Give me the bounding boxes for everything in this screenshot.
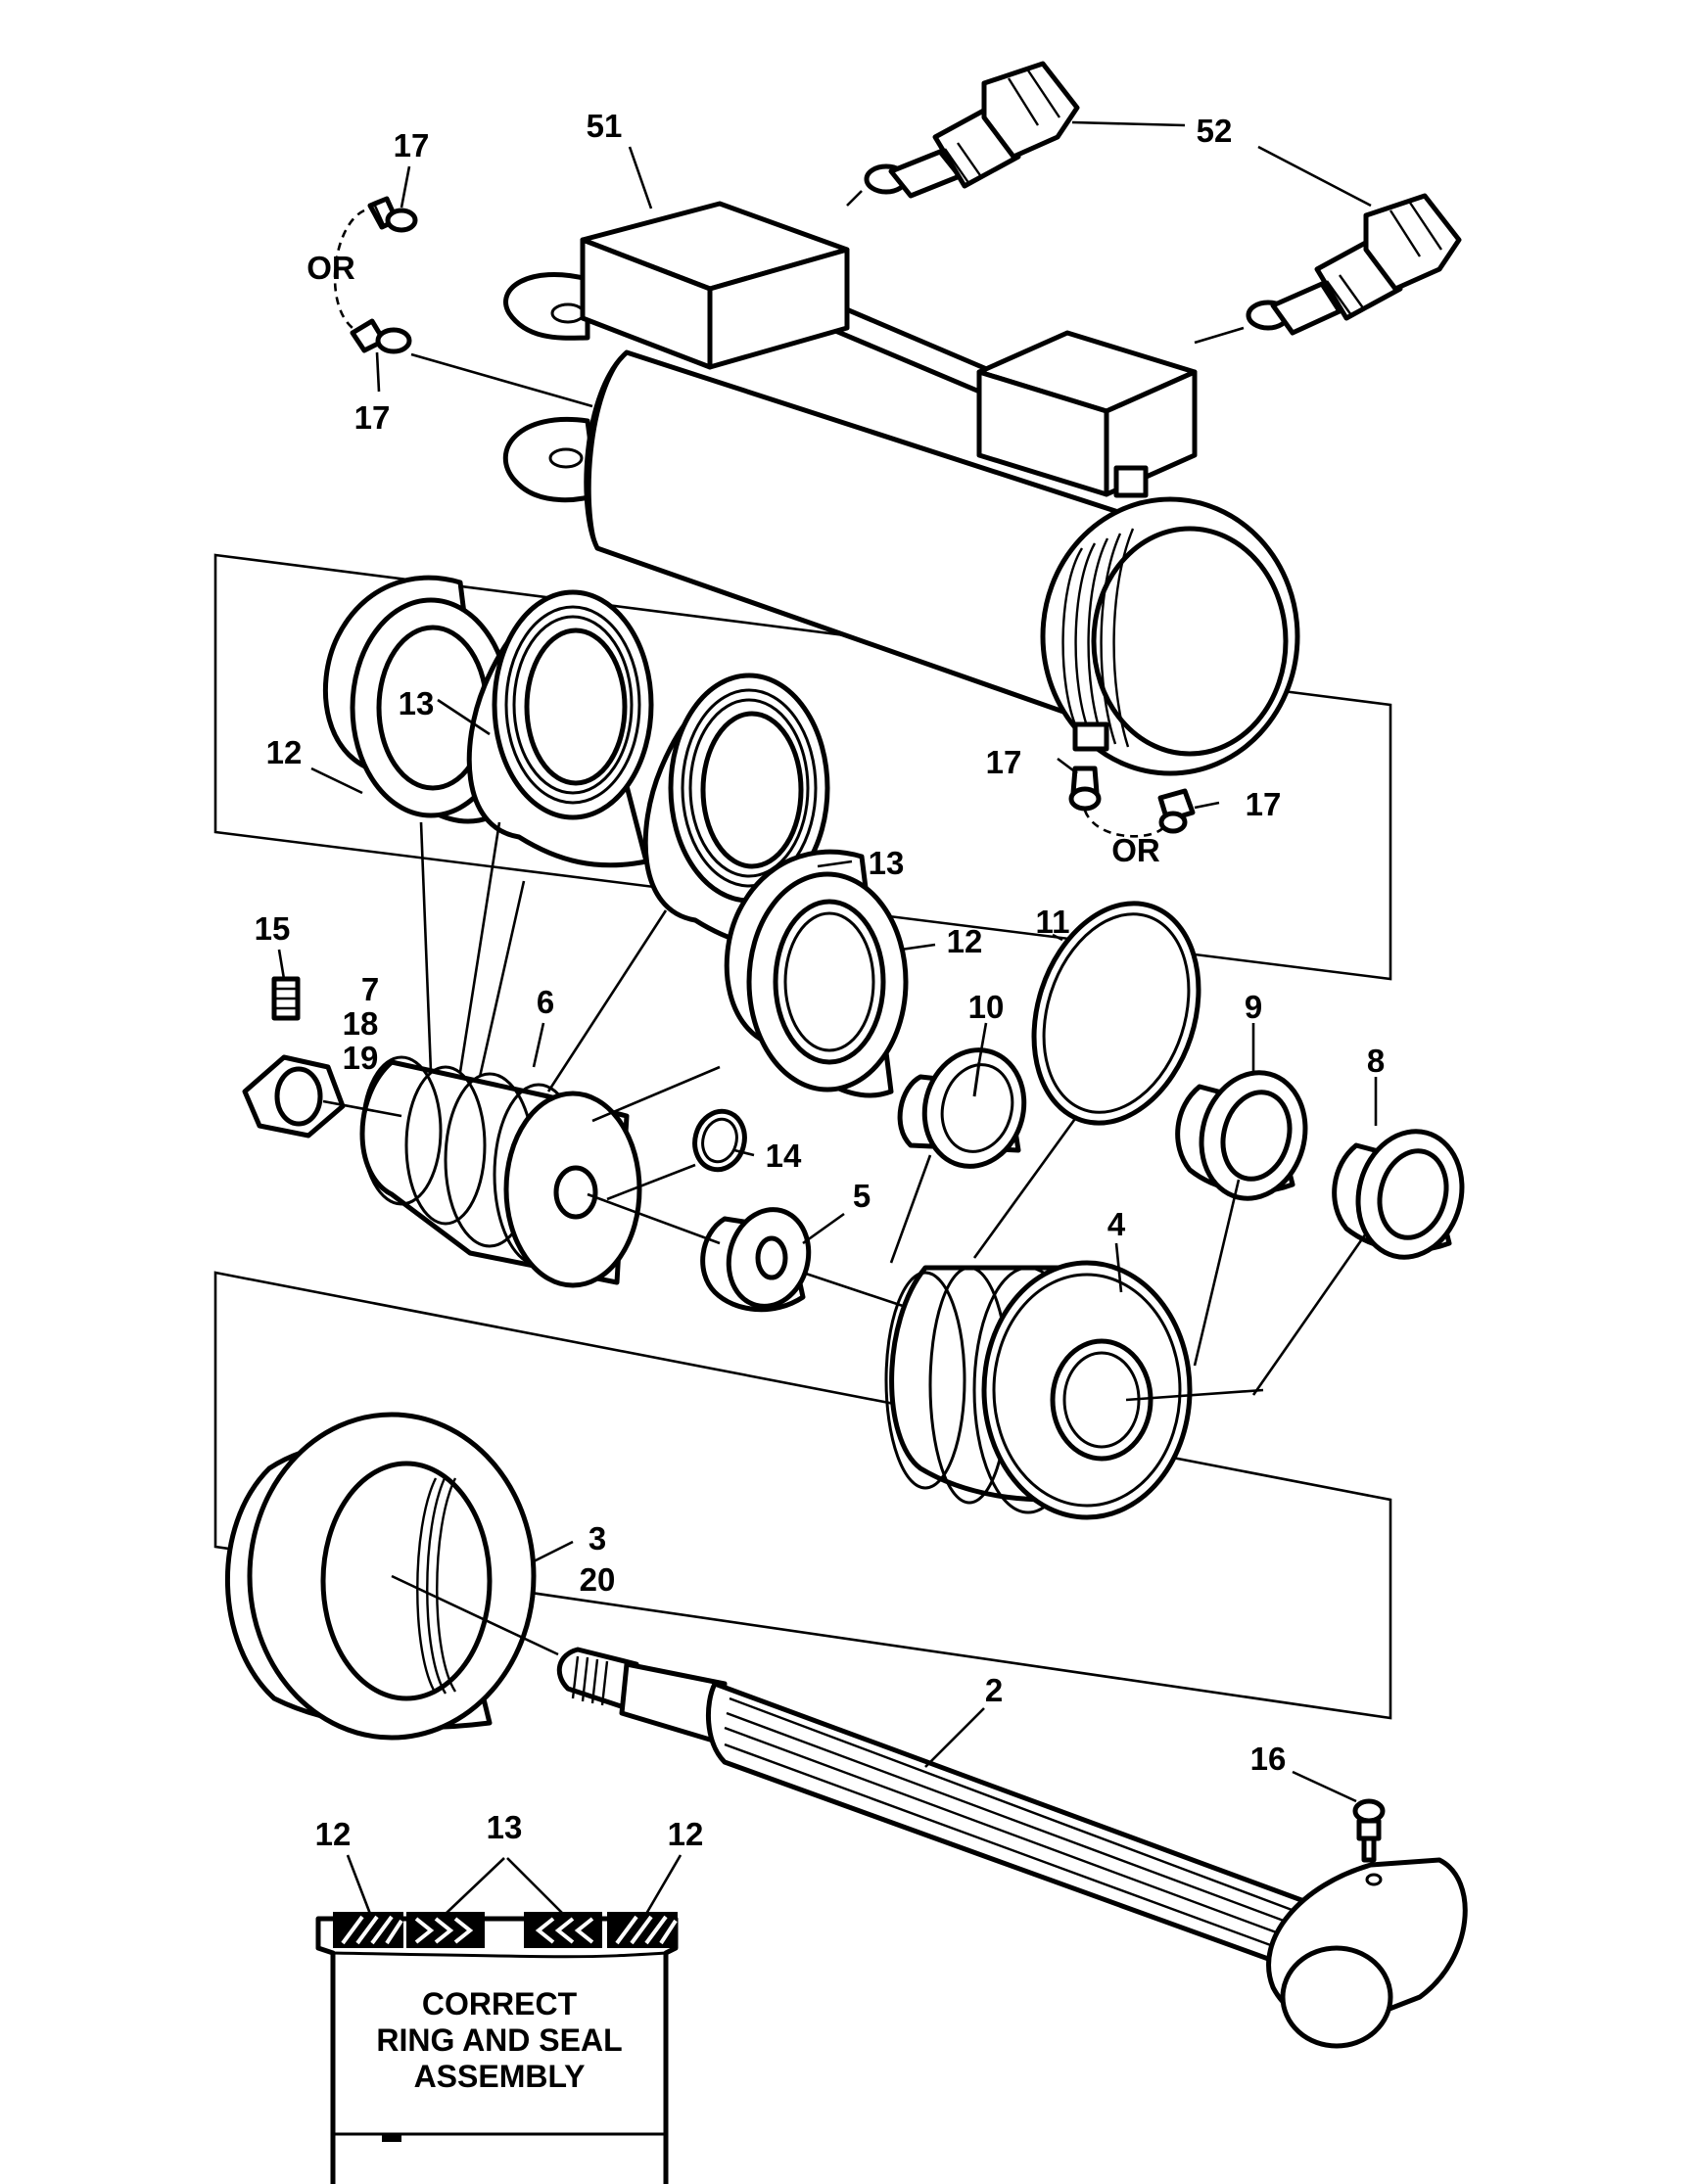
set-screw-15: [271, 976, 301, 1021]
callout-12-right: 12: [947, 923, 983, 959]
callout-52: 52: [1197, 113, 1233, 149]
legend-line-2: RING AND SEAL: [376, 2022, 622, 2058]
relief-valve-cartridge-upper: [864, 61, 1080, 199]
callout-10: 10: [968, 989, 1005, 1025]
legend-callout-13: 13: [487, 1809, 523, 1845]
spacer-5: [700, 1207, 812, 1313]
callout-4: 4: [1107, 1206, 1126, 1242]
callout-17-top: 17: [394, 127, 430, 163]
grease-fitting-angled-bottom: [1157, 788, 1196, 834]
callout-14: 14: [766, 1138, 802, 1174]
relief-valve-cartridge-lower: [1246, 193, 1462, 336]
callout-7: 7: [361, 971, 379, 1007]
o-ring-14: [692, 1108, 747, 1173]
callout-8: 8: [1367, 1043, 1385, 1079]
callout-17-second: 17: [354, 399, 391, 436]
callout-5: 5: [853, 1178, 871, 1214]
piston-6: [359, 1055, 642, 1288]
callout-labels: 51 52 17 OR 17 17 17 OR 13 12 13 12 11 1…: [255, 108, 1386, 1777]
piston-rod-2: [556, 1647, 1468, 2049]
legend-callout-12-right: 12: [668, 1816, 704, 1852]
leader-lines: [277, 120, 1378, 1803]
callout-12-left: 12: [266, 734, 303, 770]
seal-8: [1332, 1129, 1465, 1260]
lock-nut-19: [242, 1054, 346, 1138]
or-label-bottom: OR: [1111, 832, 1160, 868]
callout-13-right: 13: [869, 845, 905, 881]
cylinder-barrel: [502, 272, 1300, 776]
ring-seal-legend: CORRECT RING AND SEAL ASSEMBLY 12 13 12: [315, 1809, 704, 2184]
callout-16: 16: [1250, 1741, 1287, 1777]
split-bushing-10: [897, 1047, 1027, 1169]
bearing-9: [1175, 1070, 1308, 1201]
callout-17-bottom-left: 17: [986, 744, 1022, 780]
o-ring-11: [1031, 901, 1201, 1126]
grease-fitting-angled-top: [350, 318, 412, 354]
seal-ring-12-left: [322, 575, 512, 824]
callout-15: 15: [255, 910, 291, 947]
legend-line-3: ASSEMBLY: [414, 2059, 586, 2094]
or-label-top: OR: [306, 250, 355, 286]
callout-6: 6: [537, 984, 554, 1020]
callout-51: 51: [587, 108, 623, 144]
callout-11: 11: [1036, 904, 1070, 940]
valve-block-assembly: [580, 201, 1198, 498]
head-nut-3: [224, 1412, 537, 1741]
seal-ring-12-right: [724, 849, 909, 1098]
callout-2: 2: [985, 1672, 1003, 1708]
callout-20: 20: [580, 1561, 616, 1598]
legend-line-1: CORRECT: [422, 1986, 578, 2021]
grease-fitting-straight-top: [367, 196, 418, 233]
callout-17-bottom-right: 17: [1246, 786, 1282, 822]
callout-13-top: 13: [399, 685, 435, 721]
legend-callout-12-left: 12: [315, 1816, 352, 1852]
callout-18: 18: [343, 1005, 379, 1042]
grease-fitting-straight-bottom: [1068, 766, 1102, 812]
cylinder-head-4: [884, 1260, 1193, 1520]
callout-9: 9: [1245, 989, 1262, 1025]
callout-19: 19: [343, 1040, 379, 1076]
callout-3: 3: [589, 1520, 606, 1557]
wear-ring-13-left: [466, 589, 654, 868]
grease-fitting-16: [1352, 1798, 1386, 1863]
